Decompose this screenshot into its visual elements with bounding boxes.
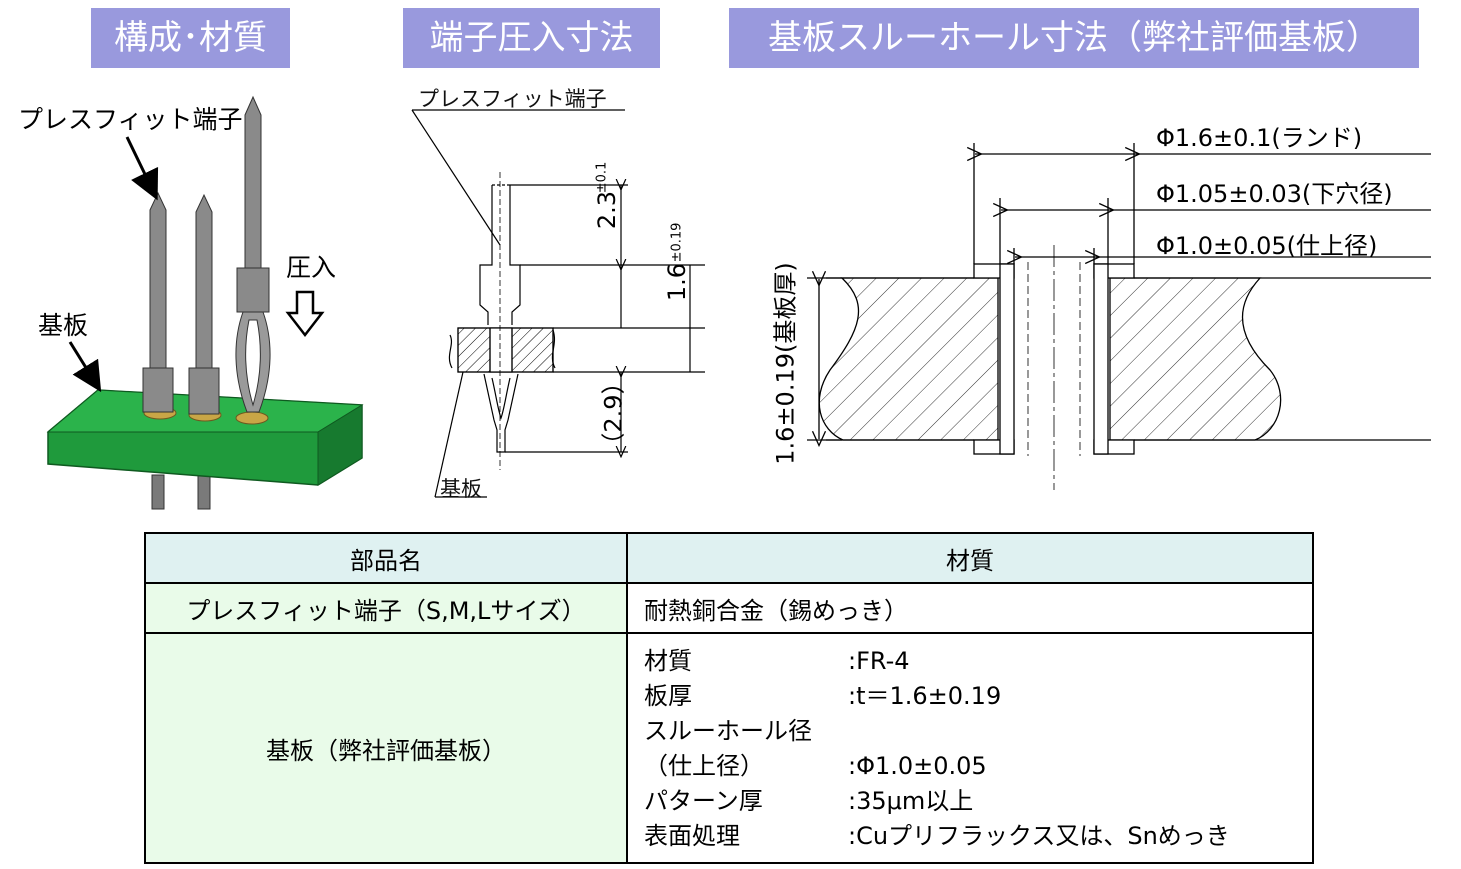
prop-key: 表面処理 bbox=[644, 822, 740, 850]
pin-label-3d: プレスフィット端子 bbox=[18, 105, 243, 134]
pin-left bbox=[142, 191, 174, 413]
prop-row: （仕上径） :Φ1.0±0.05 bbox=[644, 749, 1312, 784]
row2-properties: 材質 :FR-4 板厚 :t＝1.6±0.19 スルーホール径 （仕上径） :Φ1.0… bbox=[626, 632, 1314, 864]
pin-pointer-arrow bbox=[125, 136, 159, 201]
prop-key: スルーホール径 bbox=[644, 717, 812, 745]
prop-row: 材質 :FR-4 bbox=[644, 644, 1312, 679]
pin-lower-tails bbox=[151, 474, 211, 510]
board-label-drawing: 基板 bbox=[440, 477, 482, 501]
spec-table: 部品名 材質 プレスフィット端子（S,M,Lサイズ） 耐熱銅合金（錫めっき） 基… bbox=[144, 532, 1314, 864]
prop-value: :35μm以上 bbox=[848, 787, 974, 815]
table-row: プレスフィット端子（S,M,Lサイズ） 耐熱銅合金（錫めっき） bbox=[144, 582, 1314, 634]
prop-value: :t＝1.6±0.19 bbox=[848, 682, 1002, 710]
prop-value: :Cuプリフラックス又は、Snめっき bbox=[848, 822, 1230, 850]
prop-key: （仕上径） bbox=[644, 752, 764, 780]
pin-middle bbox=[188, 193, 220, 415]
pin-right bbox=[235, 95, 271, 413]
table-row: 基板（弊社評価基板） 材質 :FR-4 板厚 :t＝1.6±0.19 スルーホール径… bbox=[144, 632, 1314, 864]
prop-row: パターン厚 :35μm以上 bbox=[644, 784, 1312, 819]
row1-part: プレスフィット端子（S,M,Lサイズ） bbox=[144, 582, 628, 634]
header-through-hole-dimensions: 基板スルーホール寸法（弊社評価基板） bbox=[729, 8, 1419, 68]
prop-value: :FR-4 bbox=[848, 647, 910, 675]
col-header-material: 材質 bbox=[626, 532, 1314, 584]
col-header-part: 部品名 bbox=[144, 532, 628, 584]
prop-key: 板厚 bbox=[644, 682, 692, 710]
prop-row: スルーホール径 bbox=[644, 714, 1312, 749]
board-pointer-arrow bbox=[68, 341, 102, 393]
row1-material: 耐熱銅合金（錫めっき） bbox=[626, 582, 1314, 634]
press-in-arrow-icon bbox=[285, 290, 325, 338]
pin-label-drawing: プレスフィット端子 bbox=[418, 87, 607, 111]
land-diameter-label: Φ1.6±0.1(ランド) bbox=[1156, 124, 1363, 152]
header-press-dimensions: 端子圧入寸法 bbox=[403, 8, 660, 68]
prop-value: :Φ1.0±0.05 bbox=[848, 752, 987, 780]
drill-diameter-label: Φ1.05±0.03(下穴径) bbox=[1156, 180, 1393, 208]
board-label-3d: 基板 bbox=[38, 311, 89, 340]
row2-part: 基板（弊社評価基板） bbox=[144, 632, 628, 864]
board-thickness-label: 1.6±0.19(基板厚) bbox=[771, 262, 800, 465]
prop-key: パターン厚 bbox=[644, 787, 763, 815]
prop-key: 材質 bbox=[644, 647, 692, 675]
prop-row: 板厚 :t＝1.6±0.19 bbox=[644, 679, 1312, 714]
press-in-label: 圧入 bbox=[286, 253, 337, 282]
header-structure: 構成･材質 bbox=[91, 8, 290, 68]
finish-diameter-label: Φ1.0±0.05(仕上径) bbox=[1156, 232, 1378, 260]
prop-row: 表面処理 :Cuプリフラックス又は、Snめっき bbox=[644, 819, 1312, 854]
